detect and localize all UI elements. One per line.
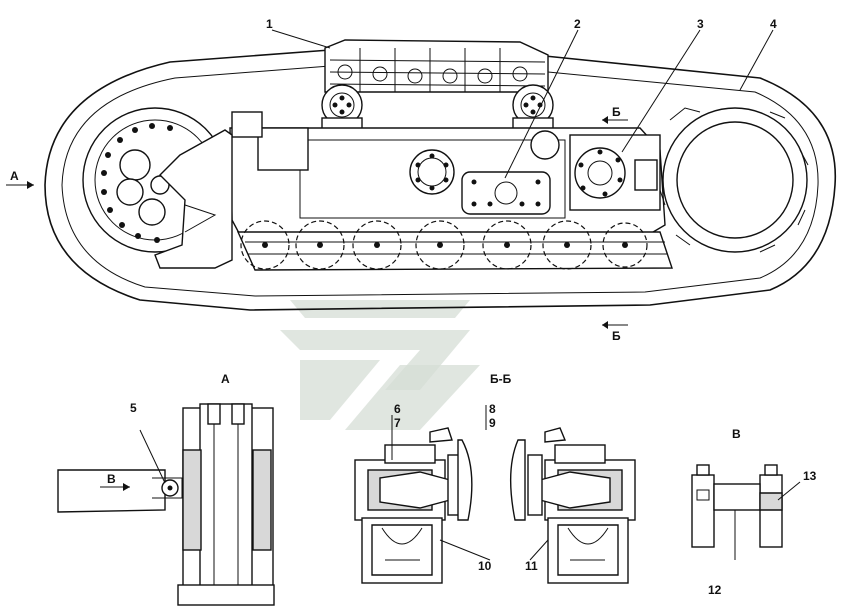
final-drive (569, 134, 661, 211)
drive-sprocket (659, 107, 809, 253)
view-a-arrow-label: А (10, 169, 19, 183)
callout-9: 9 (489, 416, 496, 430)
tensioner-plate (461, 171, 551, 215)
section-arrow-b-bottom: Б (602, 321, 628, 343)
view-v-title: В (732, 427, 741, 441)
callout-7: 7 (394, 416, 401, 430)
carrier-roller-right (512, 84, 554, 131)
frame-cover-disc (530, 130, 560, 160)
view-v-arrow-label: В (107, 472, 116, 486)
callout-4: 4 (770, 17, 777, 31)
front-idler (82, 107, 233, 269)
section-bb: Б-Б (354, 372, 636, 584)
callout-1: 1 (266, 17, 273, 31)
frame-hub (409, 149, 455, 195)
callout-8: 8 (489, 402, 496, 416)
view-arrow-a: А (6, 169, 34, 189)
callout-3: 3 (697, 17, 704, 31)
section-b-bottom-label: Б (612, 329, 621, 343)
section-arrow-b-top: Б (602, 105, 628, 124)
callout-2: 2 (574, 17, 581, 31)
callout-10: 10 (478, 559, 492, 573)
track-chain-outline (44, 49, 837, 311)
main-track-view: Б Б А 1 2 3 4 (6, 17, 837, 343)
section-bb-title: Б-Б (490, 372, 512, 386)
track-links-top (324, 39, 549, 93)
view-a: А 5 В (57, 372, 275, 606)
callout-6: 6 (394, 402, 401, 416)
callout-13: 13 (803, 469, 817, 483)
section-bb-right (509, 427, 636, 584)
callout-12: 12 (708, 583, 722, 597)
view-a-title: А (221, 372, 230, 386)
track-rollers (240, 220, 648, 270)
section-bb-left (354, 427, 473, 584)
callout-5: 5 (130, 401, 137, 415)
section-b-top-label: Б (612, 105, 621, 119)
watermark-logo (280, 300, 480, 430)
carrier-roller-left (321, 84, 363, 131)
view-v: В 13 12 (691, 427, 817, 597)
callout-11: 11 (525, 559, 538, 573)
